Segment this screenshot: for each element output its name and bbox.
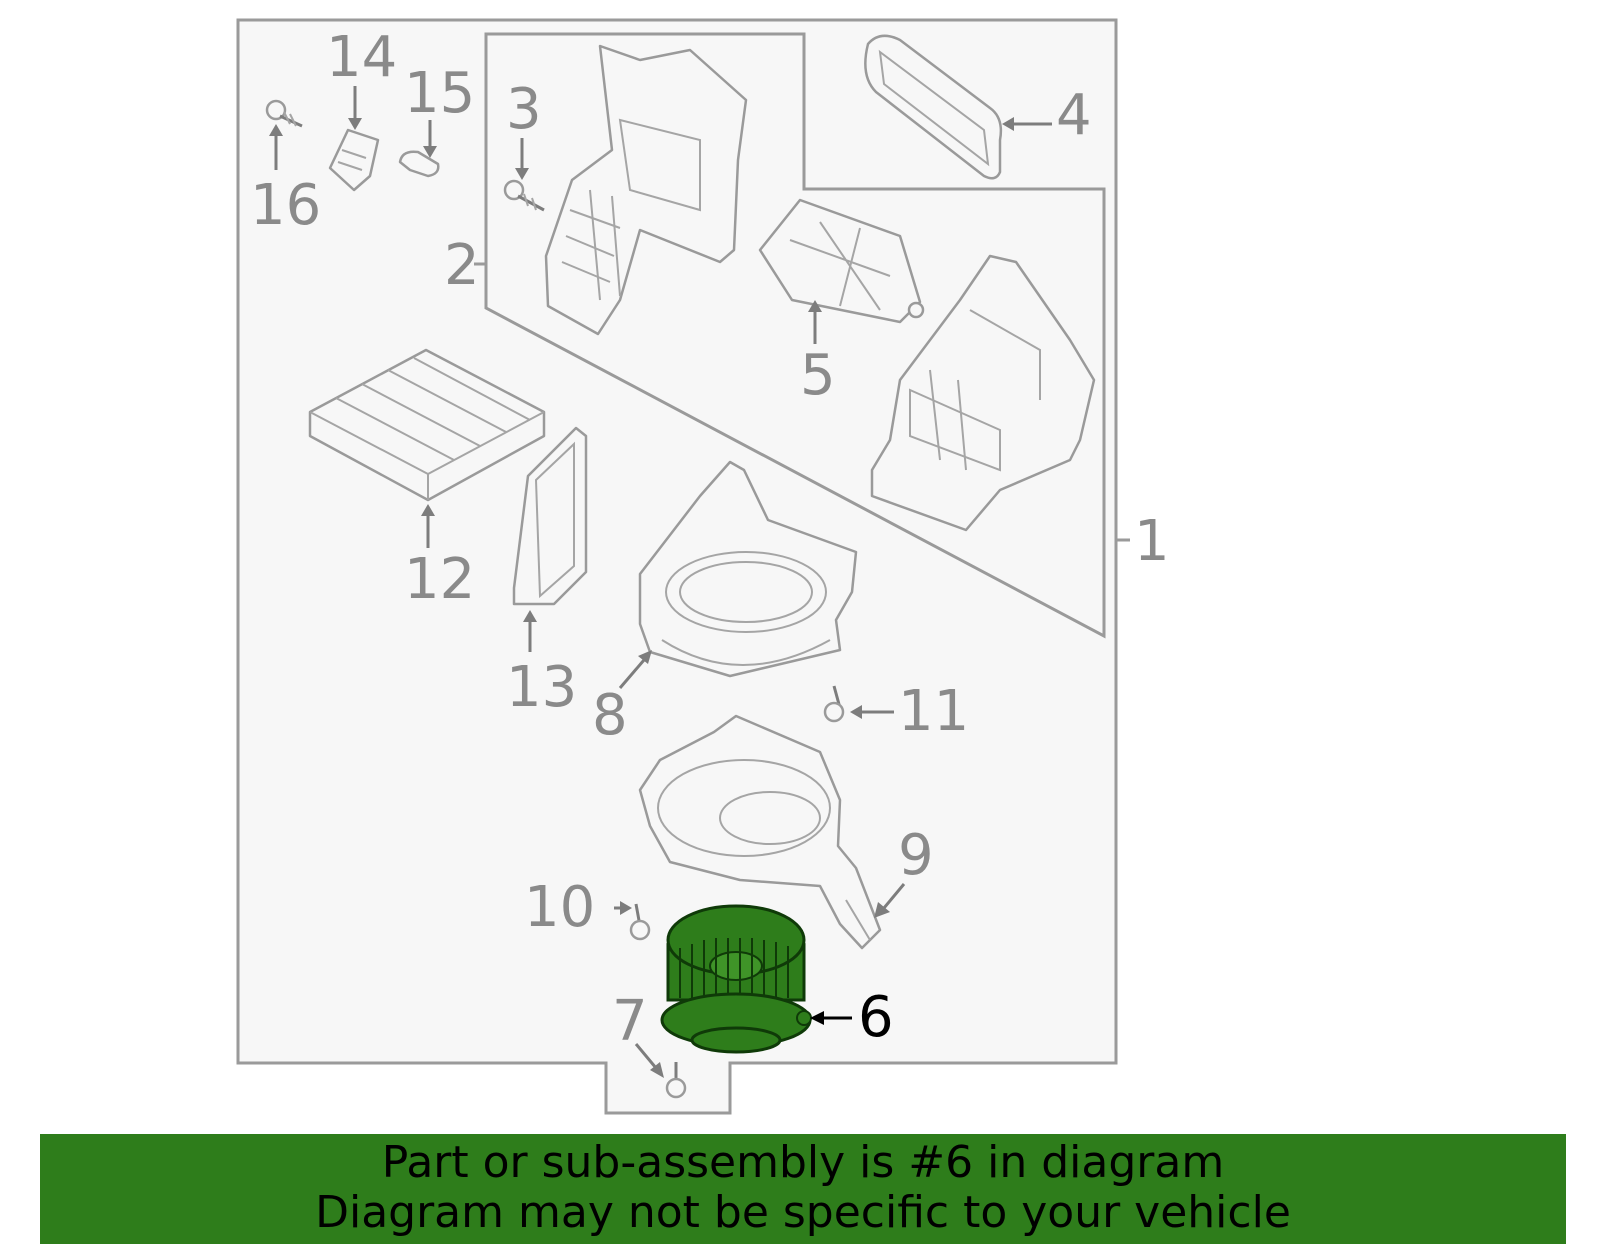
- blower-motor-icon: [660, 904, 812, 1054]
- callout-label-11: 11: [898, 679, 969, 744]
- blower-lower-case-icon: [638, 714, 882, 950]
- callout-label-12: 12: [404, 547, 475, 612]
- callout-label-6: 6: [858, 985, 894, 1050]
- air-door-icon: [758, 198, 925, 324]
- filter-cover-icon: [512, 426, 588, 606]
- screw-icon: [823, 685, 845, 723]
- banner-line-2: Diagram may not be specific to your vehi…: [315, 1187, 1291, 1238]
- cabin-air-filter-icon: [308, 348, 546, 502]
- leader-arrows: [269, 86, 1052, 1078]
- seal-gasket-icon: [864, 34, 1003, 180]
- callout-label-8: 8: [592, 683, 628, 748]
- callout-label-5: 5: [800, 343, 836, 408]
- screw-icon: [629, 903, 651, 941]
- screw-icon: [503, 179, 545, 212]
- callout-label-14: 14: [326, 25, 397, 90]
- callout-label-2: 2: [444, 233, 480, 298]
- screw-icon: [665, 1062, 687, 1099]
- callout-label-1: 1: [1134, 509, 1170, 574]
- heater-case-upper-icon: [544, 44, 748, 336]
- callout-label-10: 10: [524, 875, 595, 940]
- actuator-icon: [328, 128, 380, 192]
- callout-label-16: 16: [250, 173, 321, 238]
- callout-label-3: 3: [506, 77, 542, 142]
- callout-label-9: 9: [898, 823, 934, 888]
- screw-icon: [265, 99, 303, 128]
- callout-label-7: 7: [612, 989, 648, 1054]
- part-info-banner: Part or sub-assembly is #6 in diagram Di…: [40, 1134, 1566, 1244]
- callout-label-4: 4: [1056, 83, 1092, 148]
- callout-label-15: 15: [404, 61, 475, 126]
- heater-case-right-icon: [870, 254, 1096, 532]
- callout-label-13: 13: [506, 655, 577, 720]
- clip-icon: [398, 150, 440, 178]
- banner-line-1: Part or sub-assembly is #6 in diagram: [381, 1137, 1225, 1188]
